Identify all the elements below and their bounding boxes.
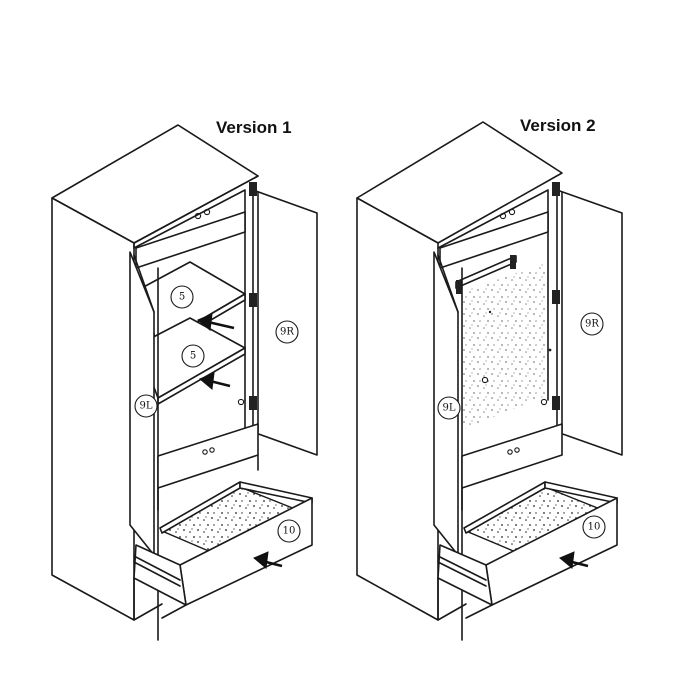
svg-text:5: 5 xyxy=(190,351,196,362)
hinges-v2 xyxy=(552,182,560,410)
part-label-drawer-v2 xyxy=(582,515,606,539)
svg-text:9R: 9R xyxy=(280,327,294,338)
arrow-drawer-v2 xyxy=(559,551,589,569)
arrow-drawer xyxy=(253,551,283,569)
svg-text:9L: 9L xyxy=(139,401,152,412)
svg-text:9L: 9L xyxy=(442,403,455,414)
drawer-pulled-out-v2: 10 xyxy=(437,481,618,606)
svg-text:10: 10 xyxy=(588,522,601,533)
part-label-right-door-v2 xyxy=(580,312,604,336)
drawer-front-upper-v2 xyxy=(461,423,563,489)
svg-text:10: 10 xyxy=(283,526,296,537)
wardrobe-version-1: Version 1 9L 9R xyxy=(51,118,318,641)
svg-text:5: 5 xyxy=(179,292,185,303)
part-label-drawer xyxy=(277,519,301,543)
part-label-shelf-lower xyxy=(181,344,205,368)
arrow-shelf-lower xyxy=(199,372,231,390)
svg-text:9R: 9R xyxy=(585,319,599,330)
drawer-pulled-out: 10 xyxy=(133,481,313,606)
part-label-left-door-v2 xyxy=(437,396,461,420)
part-label-shelf-upper xyxy=(170,285,194,309)
drawer-front-upper xyxy=(157,423,259,489)
part-label-left-door xyxy=(134,394,158,418)
cabinet-left-side-v2 xyxy=(356,197,439,621)
version-1-title: Version 1 xyxy=(216,118,292,137)
part-label-right-door xyxy=(275,320,299,344)
wardrobe-version-2: Version 2 9L 9R xyxy=(356,116,623,641)
cabinet-left-side xyxy=(51,197,135,621)
version-2-title: Version 2 xyxy=(520,116,596,135)
arrow-shelf-upper xyxy=(197,313,235,331)
hanging-rail xyxy=(455,255,517,294)
hinges xyxy=(249,182,257,410)
